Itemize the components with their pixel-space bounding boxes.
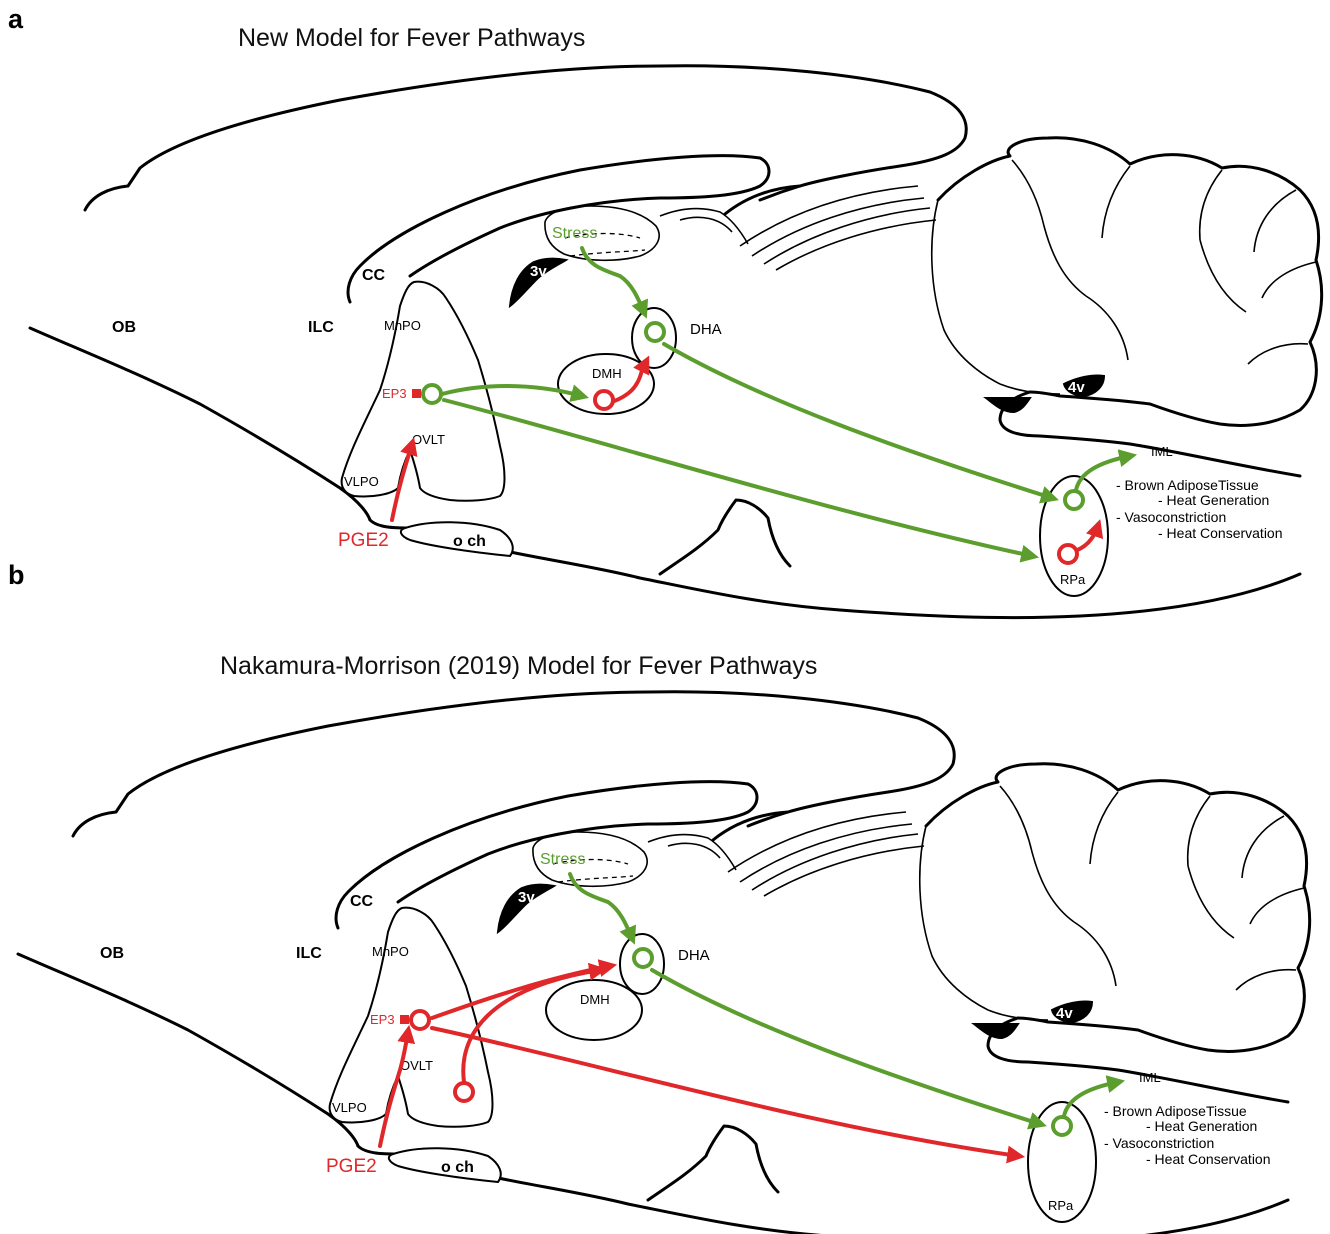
label-4v: 4v <box>1056 1005 1073 1022</box>
label-ilc: ILC <box>296 945 322 962</box>
rpa-inhibitory-neuron <box>1059 545 1077 563</box>
mnpo-neuron <box>411 1011 429 1029</box>
label-dha: DHA <box>678 947 710 964</box>
rpa-excitatory-neuron <box>1065 491 1083 509</box>
label-rpa: RPa <box>1048 1198 1074 1213</box>
label-iml: IML <box>1151 444 1173 459</box>
label-stress: Stress <box>540 851 585 868</box>
effect-vasoconstriction: - Vasoconstriction <box>1116 509 1226 525</box>
label-cc: CC <box>350 893 374 910</box>
panel-b-title: Nakamura-Morrison (2019) Model for Fever… <box>220 652 817 680</box>
label-ovlt: OVLT <box>412 432 445 447</box>
mnpo-to-rpa-arrow <box>444 400 1032 556</box>
label-mnpo: MnPO <box>372 944 409 959</box>
label-ob: OB <box>100 945 124 962</box>
label-stress: Stress <box>552 225 597 242</box>
label-mnpo: MnPO <box>384 318 421 333</box>
effect-vasoconstriction: - Vasoconstriction <box>1104 1135 1214 1151</box>
ep3-receptor-marker <box>400 1015 409 1024</box>
mnpo-neuron <box>423 385 441 403</box>
effect-heat-generation: - Heat Generation <box>1146 1118 1257 1134</box>
panel-a-title: New Model for Fever Pathways <box>238 24 585 52</box>
panel-a-brain-outline <box>30 66 1322 618</box>
dha-to-rpa-arrow <box>652 970 1040 1124</box>
label-dmh: DMH <box>580 992 610 1007</box>
effect-brown-adipose: - Brown AdiposeTissue <box>1116 477 1259 493</box>
panel-b-brain-outline <box>18 692 1310 1234</box>
label-pge2: PGE2 <box>338 530 389 551</box>
dha-neuron <box>634 949 652 967</box>
label-iml: IML <box>1139 1070 1161 1085</box>
effect-heat-generation: - Heat Generation <box>1158 492 1269 508</box>
label-och: o ch <box>453 533 486 550</box>
effect-heat-conservation: - Heat Conservation <box>1158 525 1283 541</box>
effect-heat-conservation: - Heat Conservation <box>1146 1151 1271 1167</box>
panel-a-letter: a <box>8 4 24 34</box>
dmh-neuron <box>595 391 613 409</box>
label-pge2: PGE2 <box>326 1156 377 1177</box>
panel-b: b Nakamura-Morrison (2019) Model for Fev… <box>8 560 1310 1234</box>
label-vlpo: VLPO <box>332 1100 367 1115</box>
label-ob: OB <box>112 319 136 336</box>
rpa-excitatory-neuron <box>1053 1117 1071 1135</box>
vlpo-interneuron <box>455 1083 473 1101</box>
dha-neuron <box>646 323 664 341</box>
ep3-receptor-marker <box>412 389 421 398</box>
label-dmh: DMH <box>592 366 622 381</box>
label-vlpo: VLPO <box>344 474 379 489</box>
label-cc: CC <box>362 267 386 284</box>
label-ilc: ILC <box>308 319 334 336</box>
label-4v: 4v <box>1068 379 1085 396</box>
label-ep3: EP3 <box>370 1012 395 1027</box>
label-och: o ch <box>441 1159 474 1176</box>
label-3v: 3v <box>518 889 535 906</box>
panel-b-letter: b <box>8 560 25 590</box>
label-rpa: RPa <box>1060 572 1086 587</box>
label-ep3: EP3 <box>382 386 407 401</box>
mnpo-to-rpa-arrow <box>432 1028 1018 1156</box>
label-3v: 3v <box>530 263 547 280</box>
effect-brown-adipose: - Brown AdiposeTissue <box>1104 1103 1247 1119</box>
panel-a: a New Model for Fever Pathways OB ILC CC… <box>8 4 1322 618</box>
label-dha: DHA <box>690 321 722 338</box>
dha-to-rpa-arrow <box>664 344 1052 498</box>
label-ovlt: OVLT <box>400 1058 433 1073</box>
